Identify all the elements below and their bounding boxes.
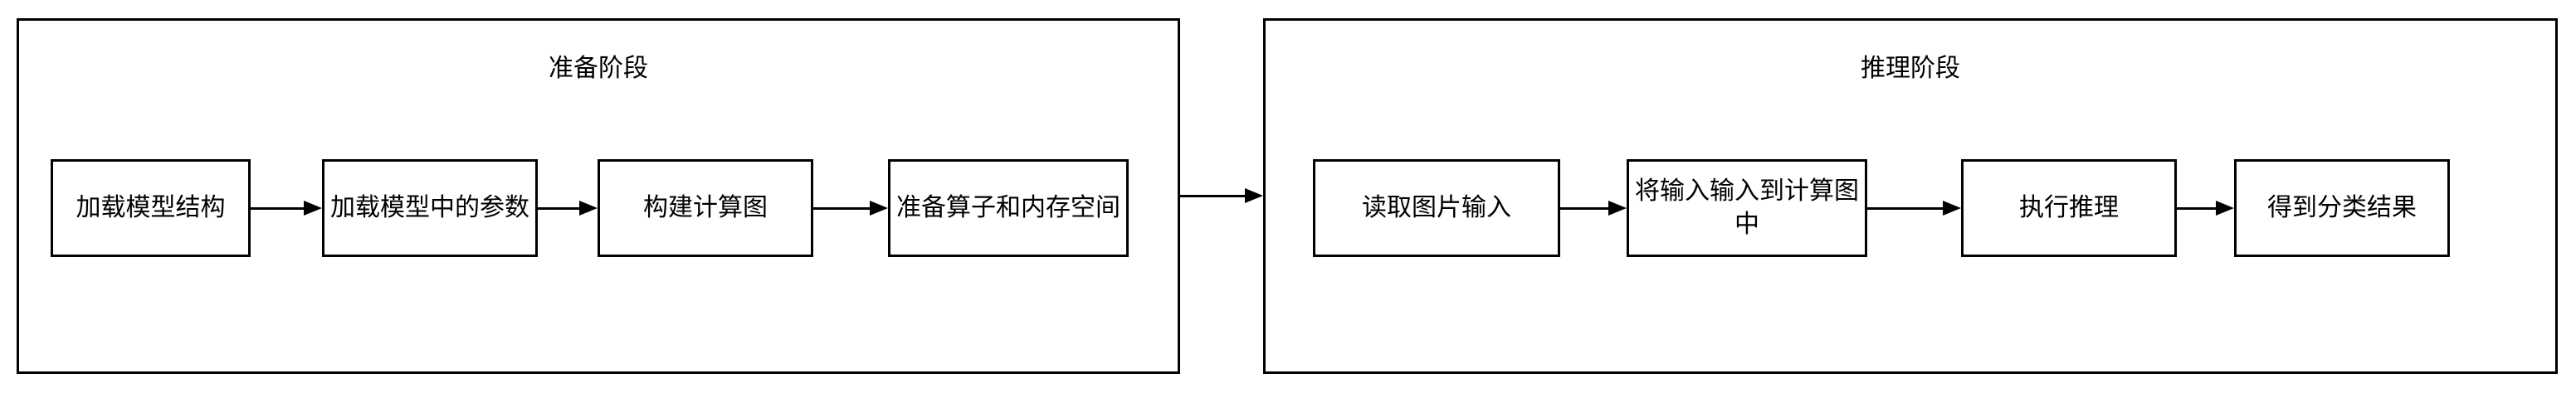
arrow-shaft [813,206,873,210]
node-label: 将输入输入到计算图中 [1635,177,1859,239]
node-label: 读取图片输入 [1362,193,1511,222]
node-label: 加载模型中的参数 [330,193,529,222]
arrowhead-icon [2216,201,2234,216]
node-label: 准备算子和内存空间 [896,193,1120,222]
node-build-compute-graph: 构建计算图 [598,159,813,257]
node-label: 加载模型结构 [76,193,226,222]
arrow-shaft [1180,194,1248,197]
node-label: 执行推理 [2019,193,2119,222]
node-load-model-params: 加载模型中的参数 [322,159,538,257]
node-label: 得到分类结果 [2267,193,2417,222]
inference-stage-title: 推理阶段 [1861,54,1960,83]
node-load-model-structure: 加载模型结构 [51,159,251,257]
arrow-shaft [2177,206,2219,210]
node-read-image-input: 读取图片输入 [1313,159,1560,257]
node-label: 构建计算图 [643,193,768,222]
arrowhead-icon [870,201,888,216]
node-get-classification-result: 得到分类结果 [2234,159,2450,257]
node-run-inference: 执行推理 [1961,159,2177,257]
arrowhead-icon [1245,188,1263,203]
preparation-stage-title: 准备阶段 [549,54,648,83]
arrowhead-icon [1608,201,1627,216]
arrowhead-icon [304,201,322,216]
arrow-shaft [1867,206,1946,210]
arrow-shaft [538,206,583,210]
arrowhead-icon [579,201,598,216]
arrow-shaft [251,206,307,210]
arrow-shaft [1560,206,1612,210]
arrowhead-icon [1943,201,1961,216]
node-feed-input-to-compute-graph: 将输入输入到计算图中 [1627,159,1867,257]
node-prepare-operators-memory: 准备算子和内存空间 [888,159,1129,257]
